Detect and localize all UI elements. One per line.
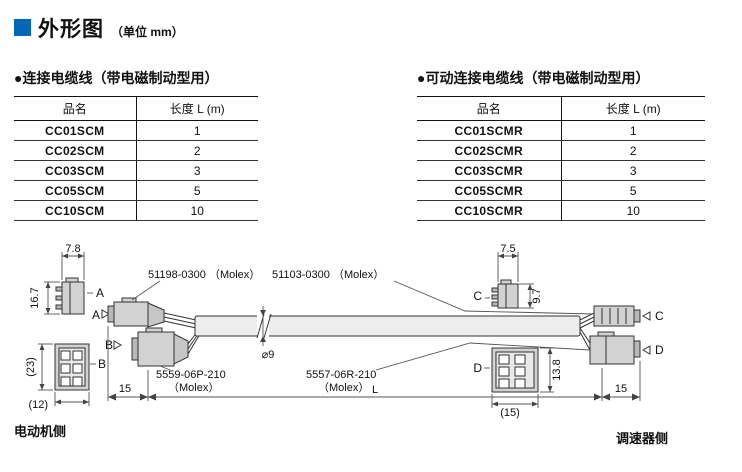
connection-cable-section: ●连接电缆线（带电磁制动型用） 品名 长度 L (m) CC01SCM 1 CC… [14, 68, 258, 221]
dim-cable-diameter: ⌀9 [262, 349, 275, 361]
table-row: CC02SCMR 2 [417, 140, 705, 161]
pointer-b-arrow-icon [113, 340, 123, 350]
connector-d-detail: 13.8 (15) D [473, 347, 563, 419]
table-row: CC05SCMR 5 [417, 180, 705, 201]
part-number-b-line1: 5559-06P-210 [156, 369, 226, 381]
table-row: CC01SCMR 1 [417, 120, 705, 141]
length-value: 1 [561, 120, 705, 141]
product-name: CC01SCM [14, 120, 137, 141]
flexible-cable-section: ●可动连接电缆线（带电磁制动型用） 品名 长度 L (m) CC01SCMR 1… [417, 68, 705, 221]
dim-12: (12) [28, 399, 48, 411]
pointer-d-label: D [655, 343, 664, 357]
connector-b-detail: (23) (12) B [25, 343, 106, 411]
dim-13-8: 13.8 [551, 359, 563, 380]
product-name: CC10SCMR [417, 200, 562, 221]
length-value: 5 [136, 180, 258, 201]
pointer-a-label: A [92, 308, 100, 322]
product-name: CC02SCMR [417, 140, 562, 161]
pointer-a-arrow-icon [101, 309, 111, 319]
length-value: 3 [561, 160, 705, 181]
table-row: CC10SCM 10 [14, 200, 258, 221]
dim-7-8: 7.8 [65, 243, 80, 255]
part-number-b-line2: （Molex） [168, 381, 219, 394]
length-value: 2 [136, 140, 258, 161]
dim-23: (23) [25, 357, 37, 377]
page-header: 外形图 （单位 mm） [14, 13, 184, 43]
table-header-row: 品名 长度 L (m) [14, 96, 258, 121]
dim-15-left: 15 [119, 383, 131, 395]
connector-a-label: A [96, 286, 104, 300]
length-value: 5 [561, 180, 705, 201]
outline-drawing: 7.8 16.7 A [14, 243, 668, 446]
product-name: CC03SCM [14, 160, 137, 181]
table-header-row: 品名 长度 L (m) [417, 96, 705, 121]
connector-a-detail: 7.8 16.7 A [29, 243, 104, 315]
length-value: 3 [136, 160, 258, 181]
flexible-cable-table: 品名 长度 L (m) CC01SCMR 1 CC02SCMR 2 CC03SC… [417, 96, 705, 221]
table-row: CC05SCM 5 [14, 180, 258, 201]
col-product-name: 品名 [14, 96, 137, 121]
connector-c-label: C [473, 289, 482, 303]
table-row: CC02SCM 2 [14, 140, 258, 161]
product-name: CC05SCMR [417, 180, 562, 201]
connector-b-label: B [98, 357, 106, 371]
controller-side-label: 调速器侧 [616, 431, 668, 446]
pointer-c-label: C [655, 309, 664, 323]
unit-note: （单位 mm） [111, 25, 184, 39]
dim-9-7: 9.7 [531, 288, 543, 303]
dim-7-5: 7.5 [500, 243, 515, 255]
col-length: 长度 L (m) [136, 96, 258, 121]
length-value: 10 [561, 200, 705, 221]
product-name: CC01SCMR [417, 120, 562, 141]
dim-16-7: 16.7 [29, 287, 41, 308]
product-name: CC10SCM [14, 200, 137, 221]
table-row: CC03SCMR 3 [417, 160, 705, 181]
page-title: 外形图 [38, 18, 104, 41]
cable-assembly: A B [92, 268, 664, 401]
table-row: CC10SCMR 10 [417, 200, 705, 221]
table-heading-connection-cable: ●连接电缆线（带电磁制动型用） [14, 70, 219, 86]
motor-side-label: 电动机侧 [14, 424, 66, 439]
length-value: 1 [136, 120, 258, 141]
col-length: 长度 L (m) [561, 96, 705, 121]
table-row: CC01SCM 1 [14, 120, 258, 141]
product-name: CC05SCM [14, 180, 137, 201]
part-number-d-line2: （Molex） [318, 381, 369, 394]
pointer-d-arrow-icon [641, 345, 651, 355]
connector-c-detail: 7.5 9.7 C [473, 243, 543, 309]
length-value: 10 [136, 200, 258, 221]
part-number-c: 51103-0300 （Molex） [272, 268, 384, 281]
table-heading-flexible-cable: ●可动连接电缆线（带电磁制动型用） [417, 70, 650, 86]
dim-15-right: 15 [615, 383, 627, 395]
connector-d-label: D [473, 361, 482, 375]
col-product-name: 品名 [417, 96, 562, 121]
connection-cable-table: 品名 长度 L (m) CC01SCM 1 CC02SCM 2 CC03SCM … [14, 96, 258, 221]
part-number-a: 51198-0300 （Molex） [148, 268, 260, 281]
table-row: CC03SCM 3 [14, 160, 258, 181]
length-value: 2 [561, 140, 705, 161]
dim-15-paren: (15) [500, 407, 520, 419]
product-name: CC03SCMR [417, 160, 562, 181]
pointer-b-label: B [105, 338, 113, 352]
part-number-d-line1: 5557-06R-210 [306, 369, 376, 381]
product-name: CC02SCM [14, 140, 137, 161]
title-accent-square-icon [14, 19, 31, 36]
dim-length-l: L [372, 384, 378, 396]
pointer-c-arrow-icon [641, 311, 651, 321]
